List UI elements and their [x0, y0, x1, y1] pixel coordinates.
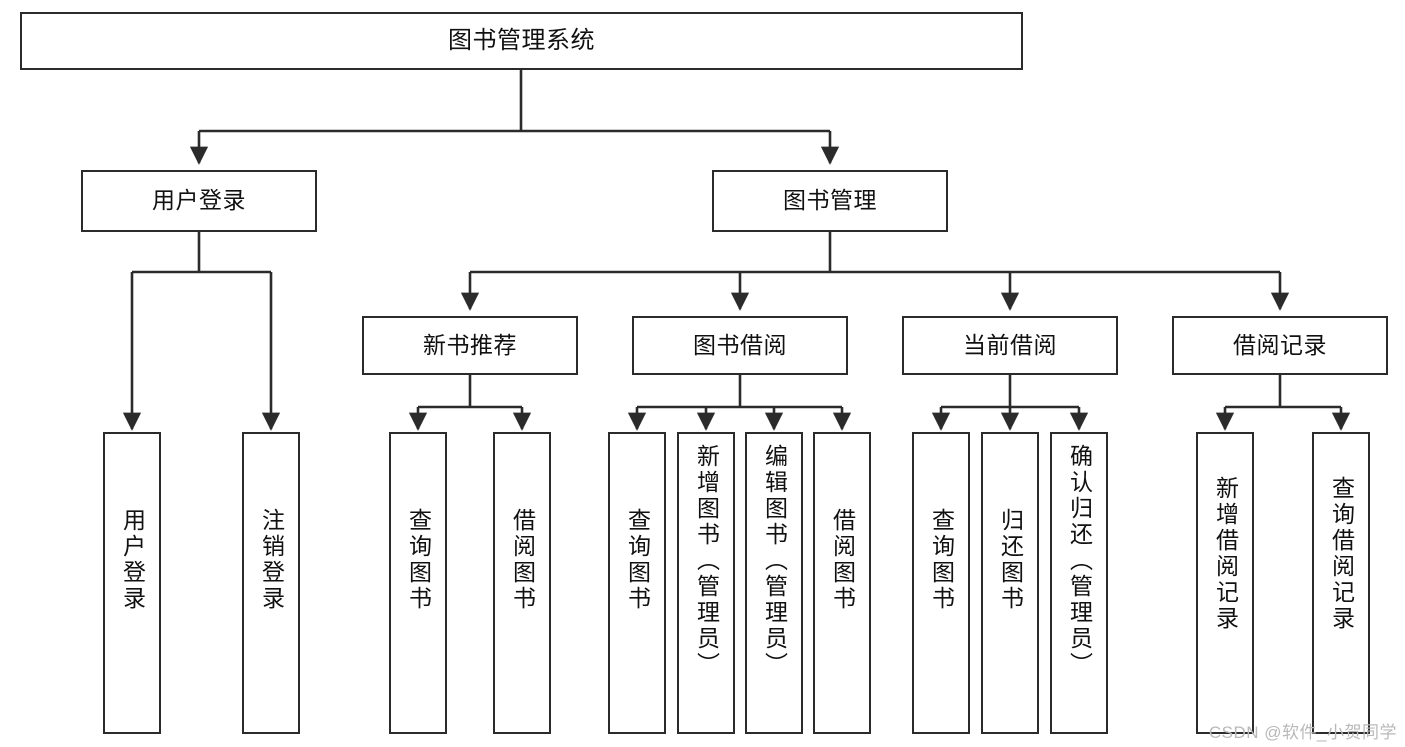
leaf-br-add-record[interactable]: 新增借阅记录: [1196, 432, 1254, 734]
node-label: 新增借阅记录: [1212, 476, 1239, 632]
node-current-borrow[interactable]: 当前借阅: [902, 316, 1118, 375]
leaf-cb-confirm-return[interactable]: 确认归还（管理员）: [1050, 432, 1108, 734]
node-label: 查询图书: [624, 508, 651, 612]
node-label: 图书借阅: [693, 331, 787, 358]
node-label: 图书管理: [783, 187, 877, 214]
node-label: 借阅图书: [829, 508, 856, 612]
leaf-bb-borrow-book[interactable]: 借阅图书: [813, 432, 871, 734]
node-label: 查询图书: [405, 508, 432, 612]
node-label: 当前借阅: [963, 331, 1057, 358]
node-label: 图书管理系统: [448, 26, 595, 54]
leaf-br-query-record[interactable]: 查询借阅记录: [1312, 432, 1370, 734]
node-label: 查询借阅记录: [1328, 476, 1355, 632]
leaf-cb-return-book[interactable]: 归还图书: [981, 432, 1039, 734]
node-user-login[interactable]: 用户登录: [81, 170, 317, 232]
node-book-borrow[interactable]: 图书借阅: [632, 316, 848, 375]
leaf-nbr-borrow-book[interactable]: 借阅图书: [493, 432, 551, 734]
node-label: 新增图书（管理员）: [693, 444, 720, 678]
leaf-bb-query-book[interactable]: 查询图书: [608, 432, 666, 734]
node-root-book-management-system[interactable]: 图书管理系统: [20, 12, 1023, 70]
leaf-user-logout[interactable]: 注销登录: [242, 432, 300, 734]
node-borrow-record[interactable]: 借阅记录: [1172, 316, 1388, 375]
leaf-user-login[interactable]: 用户登录: [103, 432, 161, 734]
node-label: 查询图书: [928, 508, 955, 612]
node-label: 确认归还（管理员）: [1066, 444, 1093, 678]
node-label: 用户登录: [119, 508, 146, 612]
csdn-watermark: CSDN @软件_小贺同学: [1208, 723, 1397, 742]
node-label: 注销登录: [258, 508, 285, 612]
node-label: 新书推荐: [423, 331, 517, 358]
leaf-nbr-query-book[interactable]: 查询图书: [389, 432, 447, 734]
node-label: 借阅记录: [1233, 331, 1327, 358]
node-label: 借阅图书: [509, 508, 536, 612]
leaf-bb-add-book[interactable]: 新增图书（管理员）: [677, 432, 735, 734]
leaf-bb-edit-book[interactable]: 编辑图书（管理员）: [745, 432, 803, 734]
leaf-cb-query-book[interactable]: 查询图书: [912, 432, 970, 734]
node-new-book-recommend[interactable]: 新书推荐: [362, 316, 578, 375]
node-label: 归还图书: [997, 508, 1024, 612]
node-book-manage[interactable]: 图书管理: [712, 170, 948, 232]
node-label: 用户登录: [152, 187, 246, 214]
node-label: 编辑图书（管理员）: [761, 444, 788, 678]
